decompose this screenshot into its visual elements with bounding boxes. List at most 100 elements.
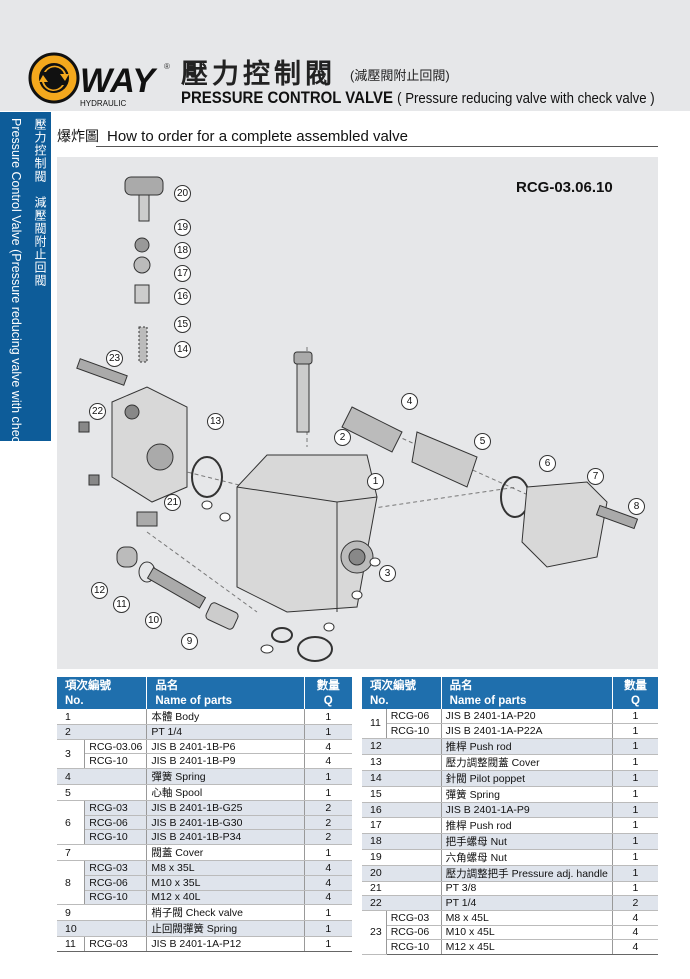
quantity: 1 bbox=[304, 724, 352, 740]
callout-22: 22 bbox=[89, 403, 106, 420]
model-cell: RCG-06 bbox=[84, 815, 148, 831]
model-cell: RCG-03 bbox=[84, 936, 148, 952]
callout-13: 13 bbox=[207, 413, 224, 430]
quantity: 1 bbox=[612, 754, 658, 771]
quantity: 1 bbox=[612, 881, 658, 897]
quantity: 1 bbox=[304, 709, 352, 725]
exploded-diagram: RCG-03.06.10 20 19 18 17 16 15 14 23 22 … bbox=[57, 157, 658, 669]
callout-8: 8 bbox=[628, 498, 645, 515]
callout-17: 17 bbox=[174, 265, 191, 282]
col-no-zh: 項次編號 bbox=[362, 677, 442, 693]
part-name: PT 1/4 bbox=[441, 895, 613, 911]
item-no: 10 bbox=[57, 920, 148, 938]
model-cell: RCG-10 bbox=[386, 723, 442, 739]
model-cell: RCG-10 bbox=[84, 753, 148, 770]
svg-text:HYDRAULIC: HYDRAULIC bbox=[80, 99, 126, 108]
part-name: PT 3/8 bbox=[441, 881, 613, 897]
title-en: PRESSURE CONTROL VALVE ( Pressure reduci… bbox=[181, 88, 655, 108]
item-no: 18 bbox=[362, 833, 442, 850]
logo-text: WAY bbox=[80, 62, 158, 100]
quantity: 2 bbox=[304, 829, 352, 846]
item-no: 2 bbox=[57, 724, 148, 740]
model-cell: RCG-03 bbox=[386, 910, 442, 926]
part-name: JIS B 2401-1B-G30 bbox=[146, 815, 305, 831]
quantity: 4 bbox=[304, 890, 352, 906]
part-name: 把手螺母 Nut bbox=[441, 833, 613, 850]
callout-2: 2 bbox=[334, 429, 351, 446]
section-title-zh: 爆炸圖 bbox=[57, 128, 99, 144]
item-no: 12 bbox=[362, 738, 442, 755]
model-cell: RCG-10 bbox=[84, 829, 148, 846]
quantity: 1 bbox=[612, 802, 658, 818]
col-q-zh: 數量 bbox=[304, 677, 352, 693]
item-no: 23 bbox=[362, 910, 387, 956]
part-name: 閥蓋 Cover bbox=[146, 844, 305, 862]
part-name: M8 x 45L bbox=[441, 910, 613, 926]
model-number: RCG-03.06.10 bbox=[516, 179, 613, 196]
exploded-view-drawing bbox=[76, 176, 639, 662]
col-name-zh: 品名 bbox=[441, 677, 613, 693]
quantity: 1 bbox=[612, 833, 658, 850]
part-name: 六角螺母 Nut bbox=[441, 849, 613, 866]
part-name: 壓力調整閥蓋 Cover bbox=[441, 754, 613, 771]
quantity: 4 bbox=[304, 875, 352, 891]
part-name: 壓力調整把手 Pressure adj. handle bbox=[441, 865, 613, 882]
oway-logo: WAY HYDRAULIC bbox=[28, 52, 158, 108]
quantity: 4 bbox=[612, 939, 658, 955]
item-no: 6 bbox=[57, 800, 86, 846]
quantity: 1 bbox=[304, 904, 352, 922]
callout-6: 6 bbox=[539, 455, 556, 472]
body-part bbox=[236, 454, 378, 613]
item-no: 4 bbox=[57, 768, 148, 786]
title-zh: 壓力控制閥 bbox=[181, 59, 336, 89]
col-name: Name of parts bbox=[146, 693, 305, 709]
item-no: 21 bbox=[362, 881, 442, 897]
part-name: M10 x 35L bbox=[146, 875, 305, 891]
col-q-zh: 數量 bbox=[612, 677, 658, 693]
sidebar-tab: Pressure Control Valve (Pressure reducin… bbox=[0, 112, 51, 486]
item-no: 15 bbox=[362, 786, 442, 803]
part-name: PT 1/4 bbox=[146, 724, 305, 740]
title-en-main: PRESSURE CONTROL VALVE bbox=[181, 88, 393, 107]
quantity: 1 bbox=[612, 709, 658, 725]
title-zh-sub: (減壓閥附止回閥) bbox=[350, 68, 450, 83]
quantity: 1 bbox=[612, 723, 658, 739]
callout-23: 23 bbox=[106, 350, 123, 367]
item-no: 16 bbox=[362, 802, 442, 818]
part-name: 本體 Body bbox=[146, 709, 305, 725]
callout-14: 14 bbox=[174, 341, 191, 358]
part-name: 止回閥彈簧 Spring bbox=[146, 920, 305, 938]
part-name: 心軸 Spool bbox=[146, 784, 305, 802]
part-name: M8 x 35L bbox=[146, 860, 305, 876]
part-name: JIS B 2401-1B-P9 bbox=[146, 753, 305, 770]
callout-21: 21 bbox=[164, 494, 181, 511]
callout-10: 10 bbox=[145, 612, 162, 629]
section-divider bbox=[96, 146, 658, 147]
model-cell: RCG-06 bbox=[386, 709, 442, 725]
